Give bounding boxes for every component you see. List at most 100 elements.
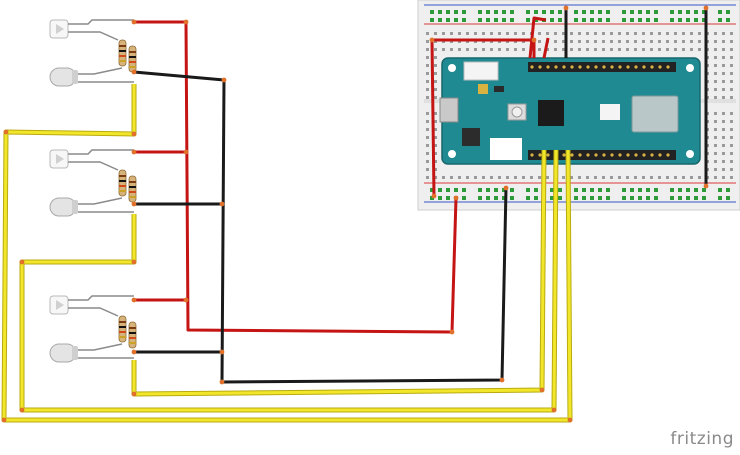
resistor-band: [119, 55, 126, 57]
breadboard-hole: [678, 10, 682, 14]
breadboard-hole: [570, 40, 573, 43]
breadboard-hole: [622, 18, 626, 22]
breadboard-hole: [718, 18, 722, 22]
resistor-band: [119, 326, 126, 328]
ir-emitter-led-icon: [49, 149, 69, 169]
breadboard-hole: [446, 188, 450, 192]
breadboard-hole: [626, 176, 629, 179]
breadboard-hole: [438, 188, 442, 192]
resistor-band: [119, 50, 126, 52]
breadboard-hole: [490, 176, 493, 179]
breadboard-hole: [570, 48, 573, 51]
ir-receiver-led-rim: [72, 70, 78, 84]
board-mount-hole: [686, 64, 694, 72]
breadboard-hole: [426, 160, 429, 163]
breadboard-hole: [658, 32, 661, 35]
breadboard-hole: [678, 188, 682, 192]
breadboard-hole: [730, 152, 733, 155]
breadboard-hole: [574, 10, 578, 14]
breadboard-hole: [694, 188, 698, 192]
receiver-lead: [78, 343, 123, 351]
breadboard-hole: [546, 32, 549, 35]
breadboard-hole: [618, 40, 621, 43]
breadboard-hole: [494, 18, 498, 22]
emitter-lead: [68, 19, 134, 25]
breadboard-hole: [634, 40, 637, 43]
resistor-icon: [118, 315, 127, 343]
breadboard-hole: [722, 152, 725, 155]
breadboard-hole: [722, 48, 725, 51]
breadboard-hole: [718, 10, 722, 14]
breadboard-hole: [726, 10, 730, 14]
breadboard-hole: [722, 160, 725, 163]
breadboard-hole: [430, 18, 434, 22]
resistor-icon: [128, 321, 137, 349]
breadboard-hole: [442, 176, 445, 179]
breadboard-hole: [714, 136, 717, 139]
header-pin: [562, 153, 566, 157]
breadboard-hole: [430, 188, 434, 192]
breadboard-hole: [638, 10, 642, 14]
breadboard-hole: [522, 48, 525, 51]
sensor-groups: [49, 19, 137, 363]
breadboard-hole: [674, 40, 677, 43]
wire-endpoint: [131, 69, 137, 75]
resistor-body: [118, 169, 127, 197]
breadboard-hole: [714, 144, 717, 147]
resistor-body: [128, 45, 137, 73]
breadboard-hole: [686, 10, 690, 14]
header-pin: [610, 65, 614, 69]
breadboard-hole: [446, 196, 450, 200]
breadboard-hole: [714, 160, 717, 163]
breadboard-hole: [730, 80, 733, 83]
wire-endpoint: [131, 349, 137, 355]
red-wire-power: [134, 20, 458, 334]
header-pin: [586, 65, 590, 69]
wire-endpoint: [503, 185, 509, 191]
breadboard-hole: [610, 32, 613, 35]
breadboard-hole: [478, 188, 482, 192]
header-pin: [538, 65, 542, 69]
resistor-band: [129, 51, 136, 53]
wire-endpoint: [131, 391, 137, 397]
breadboard-hole: [578, 176, 581, 179]
breadboard-hole: [502, 10, 506, 14]
emitter-lead: [68, 149, 134, 155]
ir-emitter-led-mark: [56, 300, 64, 310]
breadboard-hole: [730, 96, 733, 99]
breadboard-hole: [718, 188, 722, 192]
breadboard-hole: [722, 128, 725, 131]
board-component: [494, 86, 504, 92]
board-component: [462, 128, 480, 146]
breadboard-hole: [514, 48, 517, 51]
breadboard-hole: [682, 40, 685, 43]
header-pins-top: [528, 62, 676, 72]
header-pin: [602, 153, 606, 157]
breadboard-hole: [626, 32, 629, 35]
breadboard-hole: [430, 10, 434, 14]
breadboard-hole: [650, 40, 653, 43]
breadboard-hole: [462, 196, 466, 200]
breadboard-hole: [686, 188, 690, 192]
breadboard-hole: [678, 196, 682, 200]
board-component: [478, 84, 488, 94]
breadboard-hole: [486, 10, 490, 14]
wire-endpoint: [183, 149, 189, 155]
breadboard-hole: [622, 188, 626, 192]
ir-emitter-led-icon: [49, 19, 69, 39]
wire-endpoint: [453, 195, 459, 201]
breadboard-hole: [474, 32, 477, 35]
wire-endpoint: [131, 259, 137, 265]
header-pin: [530, 65, 534, 69]
wire-endpoint: [551, 407, 557, 413]
breadboard-hole: [726, 18, 730, 22]
breadboard-hole: [654, 196, 658, 200]
breadboard-hole: [722, 96, 725, 99]
header-pin-dots: [530, 65, 670, 157]
breadboard-hole: [434, 176, 437, 179]
breadboard-hole: [458, 48, 461, 51]
wire-endpoint: [219, 201, 225, 207]
breadboard-hole: [698, 176, 701, 179]
breadboard-hole: [586, 40, 589, 43]
